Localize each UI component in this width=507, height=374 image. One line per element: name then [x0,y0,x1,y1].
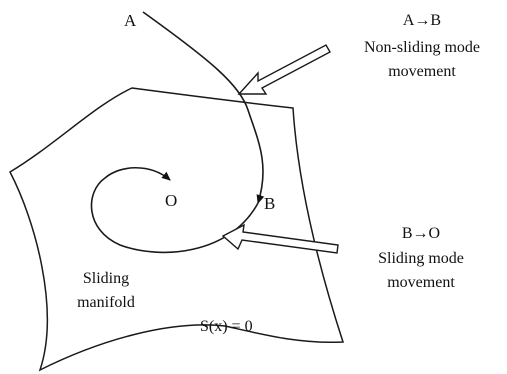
non-sliding-trajectory [142,11,265,204]
manifold-label-line2: manifold [77,294,135,311]
surface-equation: S(x) = 0 [200,318,253,335]
point-o-label: O [165,191,177,210]
sliding-spiral-trajectory [90,167,259,254]
a-to-b-title: A→B [403,12,441,29]
sliding-manifold-surface [9,87,345,372]
b-to-o-pointer-arrow [221,223,339,254]
b-to-o-title: B→O [402,225,440,242]
a-to-b-description-line1: Non-sliding mode [364,39,480,56]
manifold-label-line1: Sliding [83,270,129,287]
a-to-b-pointer-arrow [237,44,331,95]
point-b-label: B [264,194,275,213]
a-to-b-description-line2: movement [388,63,456,80]
b-to-o-description-line2: movement [387,274,455,291]
b-to-o-description-line1: Sliding mode [378,250,464,267]
point-a-label: A [124,11,137,30]
